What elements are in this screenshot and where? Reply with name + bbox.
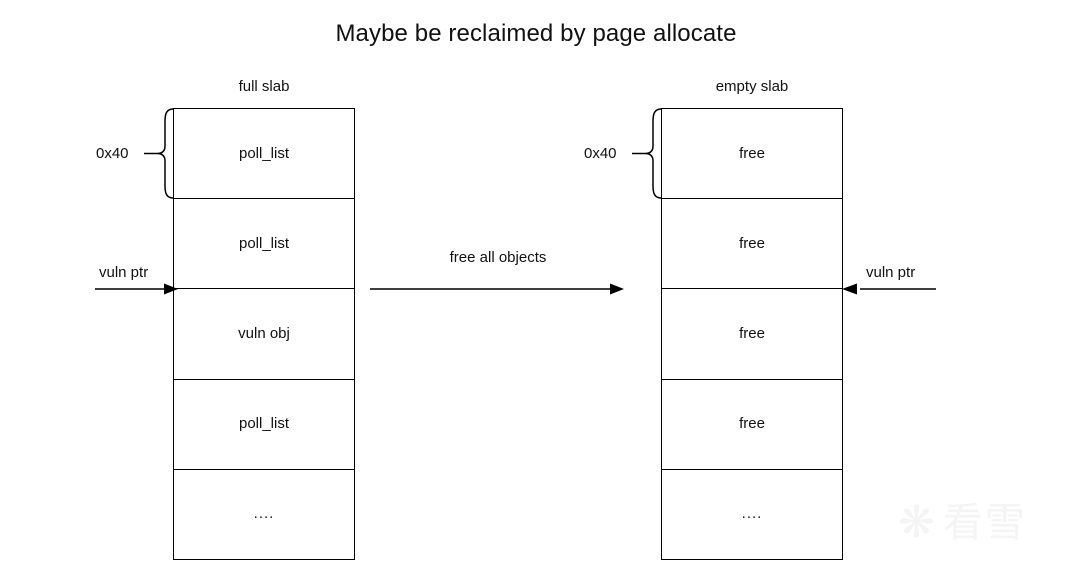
left-curly-brace-icon [144, 108, 174, 199]
right-slab-cell-2: free [662, 289, 842, 380]
left-pointer-label: vuln ptr [99, 264, 149, 281]
snowflake-icon: ❋ [898, 498, 935, 547]
right-slab-cell-3: free [662, 380, 842, 470]
left-size-brace-group: 0x40 [96, 108, 174, 199]
left-slab-cell-0: poll_list [174, 109, 354, 200]
right-size-brace-group: 0x40 [584, 108, 662, 199]
right-slab-cell-4: .... [741, 505, 763, 523]
left-slab-cell-3: poll_list [174, 380, 354, 470]
left-slab-cell-2: vuln obj [174, 289, 354, 380]
watermark-text: 看雪 [942, 500, 1027, 546]
watermark: ❋ 看雪 [898, 492, 1058, 554]
left-slab-caption: full slab [238, 78, 290, 95]
right-slab-box: free free free free .... [661, 108, 843, 560]
left-size-label: 0x40 [96, 144, 129, 162]
left-slab-cell-1: poll_list [174, 199, 354, 290]
right-pointer-label: vuln ptr [866, 264, 916, 281]
right-curly-brace-icon [632, 108, 662, 199]
left-vuln-ptr-arrow-icon [95, 283, 178, 295]
free-all-objects-arrow-icon [370, 283, 624, 295]
right-slab-cell-1: free [662, 199, 842, 290]
left-slab-box: poll_list poll_list vuln obj poll_list .… [173, 108, 355, 560]
left-slab-cell-4: .... [253, 505, 275, 523]
right-slab-cell-0: free [662, 109, 842, 200]
right-vuln-ptr-arrow-icon [842, 283, 936, 295]
page-title: Maybe be reclaimed by page allocate [335, 20, 737, 47]
transition-label: free all objects [449, 249, 547, 266]
right-slab-caption: empty slab [715, 78, 789, 95]
right-size-label: 0x40 [584, 144, 617, 162]
